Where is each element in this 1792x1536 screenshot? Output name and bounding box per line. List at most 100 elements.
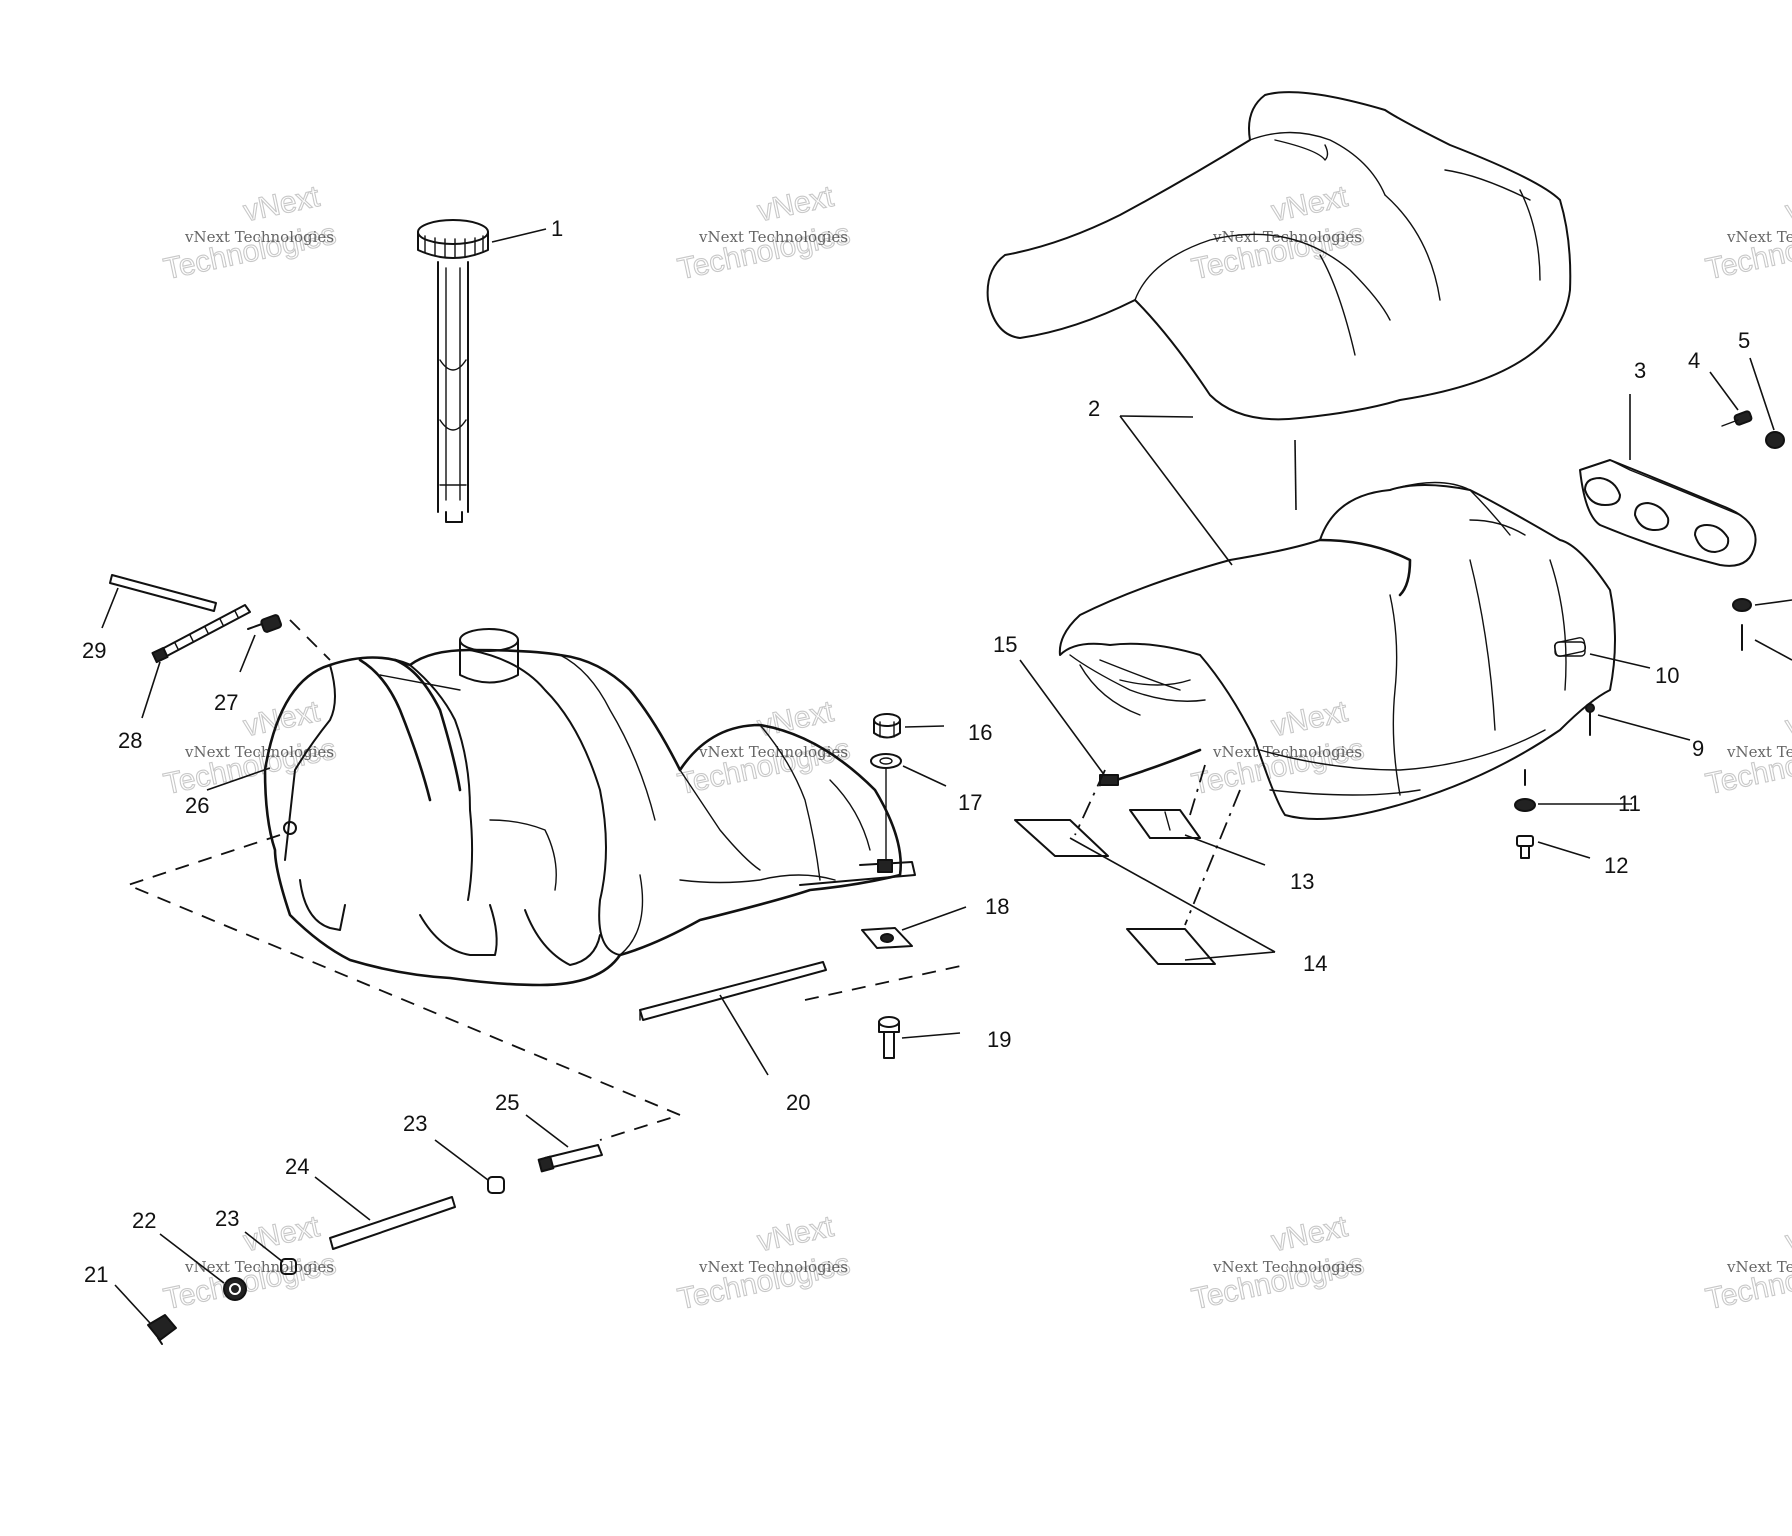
callout-10[interactable]: 10 — [1655, 663, 1679, 688]
centerline-13-14 — [1184, 764, 1241, 926]
leader-4 — [1709, 371, 1739, 411]
callout-25[interactable]: 25 — [495, 1090, 519, 1115]
leader-18 — [901, 906, 967, 931]
watermark-small: vNext Technologies — [1212, 228, 1362, 246]
centerline-15 — [1074, 769, 1106, 836]
watermark-small: vNext Technologies — [698, 1258, 848, 1276]
leader-27 — [239, 634, 256, 673]
part-22-clamp[interactable] — [223, 1277, 247, 1301]
callout-24[interactable]: 24 — [285, 1154, 309, 1179]
part-23-plug-lower[interactable] — [280, 1258, 297, 1275]
part-14-pads[interactable] — [1014, 819, 1216, 965]
fuel-tank[interactable] — [263, 628, 916, 987]
callout-23b[interactable]: 23 — [215, 1206, 239, 1231]
watermark-big-top: vNext — [1783, 1210, 1792, 1258]
part-29-rod[interactable] — [109, 574, 217, 612]
watermark-small: vNext Technologies — [184, 743, 334, 761]
leader-13 — [1184, 834, 1266, 866]
callout-29[interactable]: 29 — [82, 638, 106, 663]
callout-20[interactable]: 20 — [786, 1090, 810, 1115]
seat-alignment-line — [1294, 439, 1297, 511]
callout-28[interactable]: 28 — [118, 728, 142, 753]
part-13-pad[interactable] — [1129, 809, 1201, 839]
part-27-fitting[interactable] — [247, 614, 283, 633]
callout-15[interactable]: 15 — [993, 632, 1017, 657]
callout-19[interactable]: 19 — [987, 1027, 1011, 1052]
part-5-grommet[interactable] — [1765, 431, 1785, 449]
part-20-rail[interactable] — [639, 961, 827, 1021]
callout-4[interactable]: 4 — [1688, 348, 1700, 373]
watermark-layer: vNext Technologies vNext Technologies vN… — [160, 179, 1792, 1316]
part-28-cable-tie[interactable] — [151, 604, 251, 664]
leader-19 — [901, 1032, 961, 1039]
watermark-small: vNext Technologies — [184, 1258, 334, 1276]
part-24-tube[interactable] — [329, 1196, 456, 1250]
part-15-strap[interactable] — [1098, 748, 1202, 787]
part-17-washer[interactable] — [870, 753, 902, 861]
part-2-seat-assembly[interactable] — [1058, 481, 1616, 820]
leader-15 — [1019, 659, 1106, 777]
part-4-screw[interactable] — [1721, 410, 1753, 427]
rail-guide-dashed — [804, 964, 966, 1001]
part-19-bolt[interactable] — [878, 1016, 900, 1059]
leader-5 — [1749, 357, 1775, 431]
leader-24 — [314, 1176, 371, 1221]
callout-16[interactable]: 16 — [968, 720, 992, 745]
leader-23a — [434, 1139, 489, 1181]
watermark-small: vNext Technologies — [1726, 228, 1792, 246]
callout-26[interactable]: 26 — [185, 793, 209, 818]
watermark-small: vNext Technologies — [1726, 1258, 1792, 1276]
tank-outline-dashed — [125, 834, 683, 1141]
callout-1[interactable]: 1 — [551, 216, 563, 241]
callout-21[interactable]: 21 — [84, 1262, 108, 1287]
leader-26 — [206, 767, 271, 791]
callout-11[interactable]: 11 — [1618, 791, 1641, 816]
callout-2[interactable]: 2 — [1088, 396, 1100, 421]
part-11-washer[interactable] — [1514, 769, 1536, 812]
part-clipped-fasteners[interactable] — [1732, 598, 1792, 661]
leader-23b — [244, 1231, 284, 1263]
leader-9 — [1597, 714, 1691, 741]
leader-14a — [1069, 837, 1276, 953]
leader-1 — [491, 228, 547, 243]
callout-23a[interactable]: 23 — [403, 1111, 427, 1136]
callout-22[interactable]: 22 — [132, 1208, 156, 1233]
leader-28 — [141, 661, 161, 719]
leader-29 — [101, 587, 119, 629]
part-2-seat-cover[interactable] — [986, 91, 1572, 421]
callout-18[interactable]: 18 — [985, 894, 1009, 919]
hose-guide-dashed — [289, 619, 331, 661]
watermark-big-top: vNext — [1783, 695, 1792, 743]
part-1-fuel-gauge-sender[interactable] — [417, 219, 489, 523]
callout-3[interactable]: 3 — [1634, 358, 1646, 383]
callout-17[interactable]: 17 — [958, 790, 982, 815]
callout-13[interactable]: 13 — [1290, 869, 1314, 894]
leader-10 — [1589, 653, 1651, 669]
leader-16 — [904, 725, 945, 728]
watermark-big-top: vNext — [1783, 180, 1792, 228]
leader-22 — [159, 1233, 225, 1284]
part-3-bracket[interactable] — [1579, 459, 1757, 567]
part-12-bolt[interactable] — [1516, 835, 1534, 859]
leader-2b — [1119, 415, 1233, 566]
part-25-fitting[interactable] — [537, 1144, 603, 1173]
part-18-pad[interactable] — [861, 927, 913, 949]
callout-9[interactable]: 9 — [1692, 736, 1704, 761]
part-16-nut[interactable] — [873, 713, 901, 739]
part-10-emblem[interactable] — [1554, 641, 1586, 657]
watermark-small: vNext Technologies — [1726, 743, 1792, 761]
callout-5[interactable]: 5 — [1738, 328, 1750, 353]
part-9-pin[interactable] — [1585, 703, 1595, 736]
leader-25 — [525, 1114, 569, 1148]
leader-2a — [1119, 415, 1194, 418]
part-21-connector[interactable] — [147, 1314, 177, 1345]
watermark-small: vNext Technologies — [1212, 1258, 1362, 1276]
callout-27[interactable]: 27 — [214, 690, 238, 715]
watermark-small: vNext Technologies — [1212, 743, 1362, 761]
part-23-plug-upper[interactable] — [487, 1176, 505, 1194]
callout-12[interactable]: 12 — [1604, 853, 1628, 878]
callout-14[interactable]: 14 — [1303, 951, 1327, 976]
leader-12 — [1537, 841, 1591, 859]
watermark-small: vNext Technologies — [698, 228, 848, 246]
